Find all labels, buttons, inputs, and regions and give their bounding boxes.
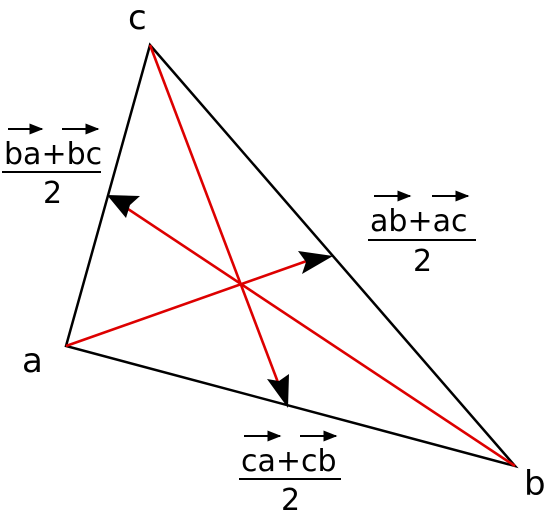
- vector-bc: bc: [67, 137, 103, 172]
- median-from-c: [148, 44, 284, 394]
- numerator-ac-side: ba+bc: [4, 137, 102, 172]
- plus-sign: +: [41, 137, 66, 172]
- vector-ac: ac: [433, 204, 468, 239]
- vector-ba: ba: [4, 137, 41, 172]
- formula-ac-side: ba+bc 2: [2, 123, 102, 211]
- denominator: 2: [281, 483, 300, 512]
- formula-bc-side: ab+ac 2: [368, 190, 476, 279]
- median-from-b: [121, 203, 516, 468]
- vertex-label-b: b: [524, 464, 546, 504]
- formula-ab-side: ca+cb 2: [239, 430, 341, 512]
- denominator: 2: [43, 176, 62, 211]
- numerator-bc-side: ab+ac: [370, 204, 467, 239]
- vector-ca: ca: [241, 444, 276, 479]
- plus-sign: +: [276, 444, 301, 479]
- arrowhead-to-ac-midpoint: [107, 195, 140, 218]
- denominator: 2: [413, 244, 432, 279]
- median-from-a: [65, 255, 319, 348]
- arrowhead-to-ab-midpoint: [267, 374, 289, 408]
- vector-cb: cb: [301, 444, 337, 479]
- arrowhead-to-bc-midpoint: [298, 251, 333, 274]
- vector-ab: ab: [370, 204, 407, 239]
- vertex-label-c: c: [128, 0, 147, 38]
- plus-sign: +: [407, 204, 432, 239]
- triangle-outline: [64, 42, 519, 469]
- vertex-label-a: a: [22, 341, 43, 381]
- numerator-ab-side: ca+cb: [241, 444, 337, 479]
